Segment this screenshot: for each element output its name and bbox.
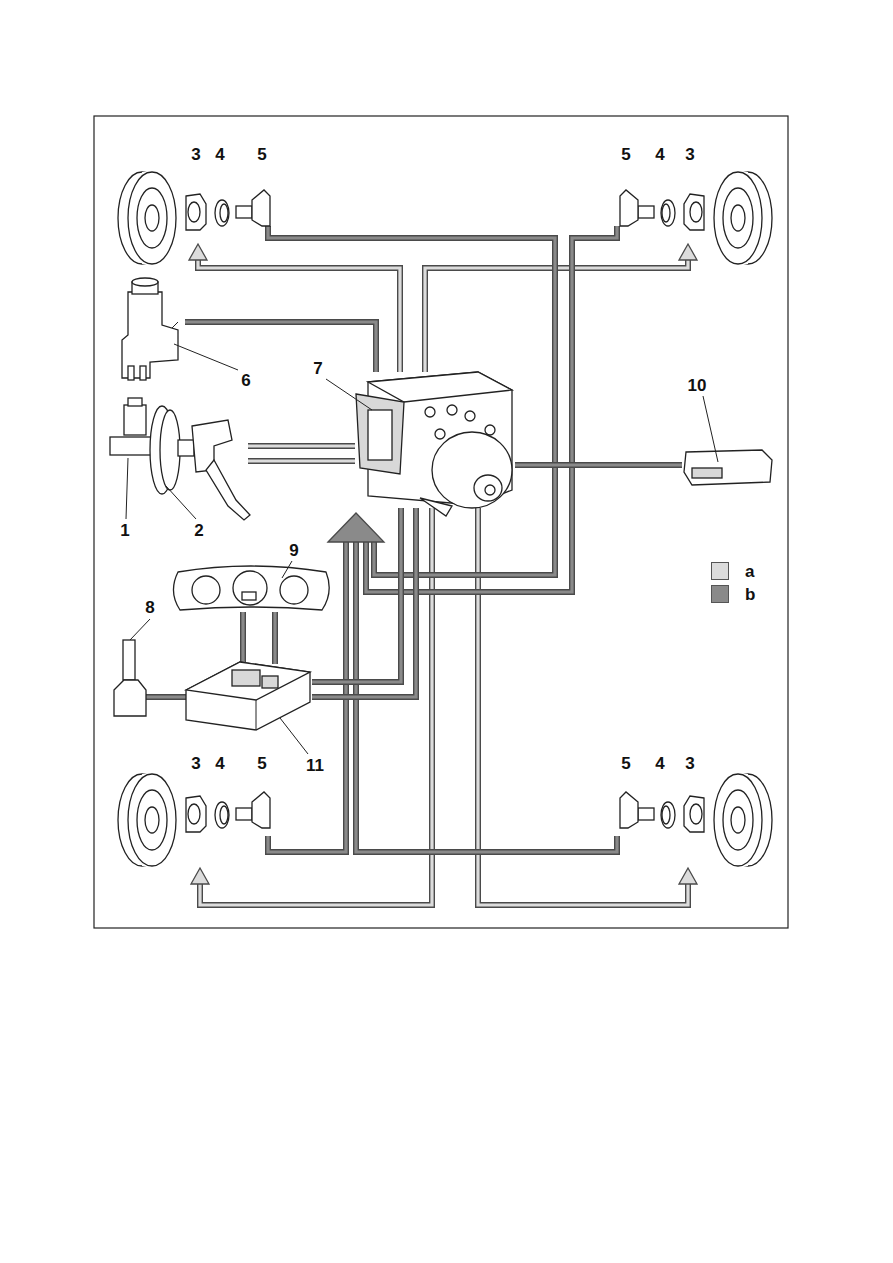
control-unit: [684, 450, 772, 485]
callout-number: 5: [255, 145, 268, 164]
wheel-sensor-parts: [186, 190, 704, 832]
wheels: [118, 172, 772, 866]
callout-number: 4: [653, 145, 666, 164]
callout-number: 5: [619, 145, 632, 164]
callout-number: 5: [255, 754, 268, 773]
callout-number: 10: [686, 376, 709, 395]
callout-number: 9: [287, 541, 300, 560]
legend-label: a: [745, 563, 754, 580]
legend-label: b: [745, 586, 755, 603]
abs-hydraulic-unit: [356, 372, 512, 516]
callout-number: 3: [189, 145, 202, 164]
electrical-lines: [142, 226, 682, 852]
callout-number: 4: [213, 145, 226, 164]
callout-number: 11: [304, 756, 326, 775]
legend-row: b: [711, 585, 755, 603]
callout-number: 7: [311, 359, 324, 378]
instrument-cluster: [173, 566, 329, 610]
callout-number: 6: [239, 371, 252, 390]
callout-number: 8: [143, 598, 156, 617]
callout-number: 5: [619, 754, 632, 773]
leader-lines: [126, 344, 718, 754]
fuse-relay-module: [186, 662, 310, 730]
fluid-reservoir: [122, 278, 178, 380]
legend-swatch: [711, 562, 729, 580]
callout-number: 3: [189, 754, 202, 773]
legend-row: a: [711, 562, 754, 580]
callout-number: 2: [192, 521, 205, 540]
callout-number: 1: [118, 521, 131, 540]
master-cylinder-booster: [110, 398, 250, 520]
callout-number: 3: [683, 145, 696, 164]
legend-swatch: [711, 585, 729, 603]
callout-number: 4: [213, 754, 226, 773]
callout-number: 4: [653, 754, 666, 773]
callout-number: 3: [683, 754, 696, 773]
brake-switch: [114, 640, 146, 716]
